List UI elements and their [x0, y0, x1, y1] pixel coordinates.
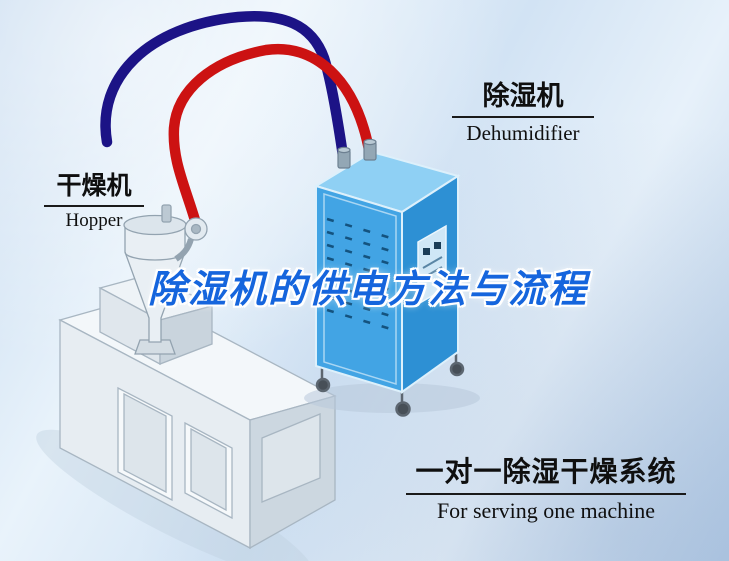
dehumidifier-label-zh: 除湿机: [452, 74, 594, 118]
main-title: 除湿机的供电方法与流程: [147, 267, 588, 311]
power-cable-navy: [100, 11, 350, 169]
power-cable-red: [168, 43, 376, 233]
dehumidifier-illustration: [304, 138, 480, 417]
dehumidifier-label-en: Dehumidifier: [466, 121, 580, 145]
hopper-label-en: Hopper: [65, 210, 123, 231]
system-label: 一对一除湿干燥系统 For serving one machine: [406, 450, 686, 524]
dehumidifier-label: 除湿机 Dehumidifier: [452, 74, 594, 146]
system-label-en: For serving one machine: [436, 498, 656, 523]
system-label-zh: 一对一除湿干燥系统: [406, 450, 686, 495]
hopper-label: 干燥机 Hopper: [44, 166, 144, 232]
vent-grille: [326, 217, 395, 332]
control-panel: [417, 224, 447, 306]
hopper-label-zh: 干燥机: [44, 166, 144, 207]
hopper-illustration: [123, 204, 208, 355]
extruder-illustration: [36, 273, 337, 561]
hose-fittings: [337, 138, 377, 169]
